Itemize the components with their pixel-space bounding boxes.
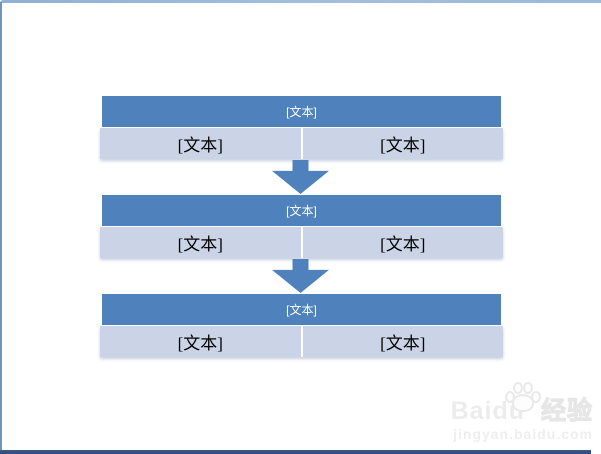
block-1-header: [文本] <box>102 96 501 127</box>
diagram-block-3: [文本] [文本] [文本] <box>100 294 503 357</box>
block-3-header: [文本] <box>102 294 501 325</box>
block-3-cell-right: [文本] <box>302 326 503 357</box>
block-1-header-label: [文本] <box>286 105 317 119</box>
block-1-cell-right: [文本] <box>302 128 503 159</box>
block-3-cell-right-label: [文本] <box>380 334 426 353</box>
frame-left-border <box>0 2 2 452</box>
watermark-brand: Baidu <box>450 397 526 425</box>
block-3-cell-left-label: [文本] <box>177 334 223 353</box>
watermark-url: jingyan.baidu.com <box>453 426 593 442</box>
frame-top-border <box>0 0 601 3</box>
block-1-cell-left: [文本] <box>100 128 301 159</box>
down-arrow-icon <box>272 160 329 194</box>
block-2-header-label: [文本] <box>286 204 317 218</box>
block-2-cell-left: [文本] <box>100 227 301 258</box>
block-2-cell-right: [文本] <box>302 227 503 258</box>
watermark-badge: 经验 <box>540 397 593 425</box>
block-2-cell-right-label: [文本] <box>380 235 426 254</box>
block-2-cell-left-label: [文本] <box>177 235 223 254</box>
diagram-block-2: [文本] [文本] [文本] <box>100 195 503 258</box>
block-3-cell-left: [文本] <box>100 326 301 357</box>
block-1-cell-left-label: [文本] <box>177 136 223 155</box>
down-arrow-icon <box>272 259 329 293</box>
block-1-cells: [文本] [文本] <box>100 128 503 159</box>
baidu-jingyan-watermark: Baidu 经验 jingyan.baidu.com <box>450 382 593 442</box>
block-2-cells: [文本] [文本] <box>100 227 503 258</box>
watermark-logo-line: Baidu 经验 <box>450 382 593 425</box>
block-2-header: [文本] <box>102 195 501 226</box>
frame-bottom-border <box>0 450 591 454</box>
diagram-block-1: [文本] [文本] [文本] <box>100 96 503 159</box>
block-3-cells: [文本] [文本] <box>100 326 503 357</box>
block-3-header-label: [文本] <box>286 303 317 317</box>
block-1-cell-right-label: [文本] <box>380 136 426 155</box>
